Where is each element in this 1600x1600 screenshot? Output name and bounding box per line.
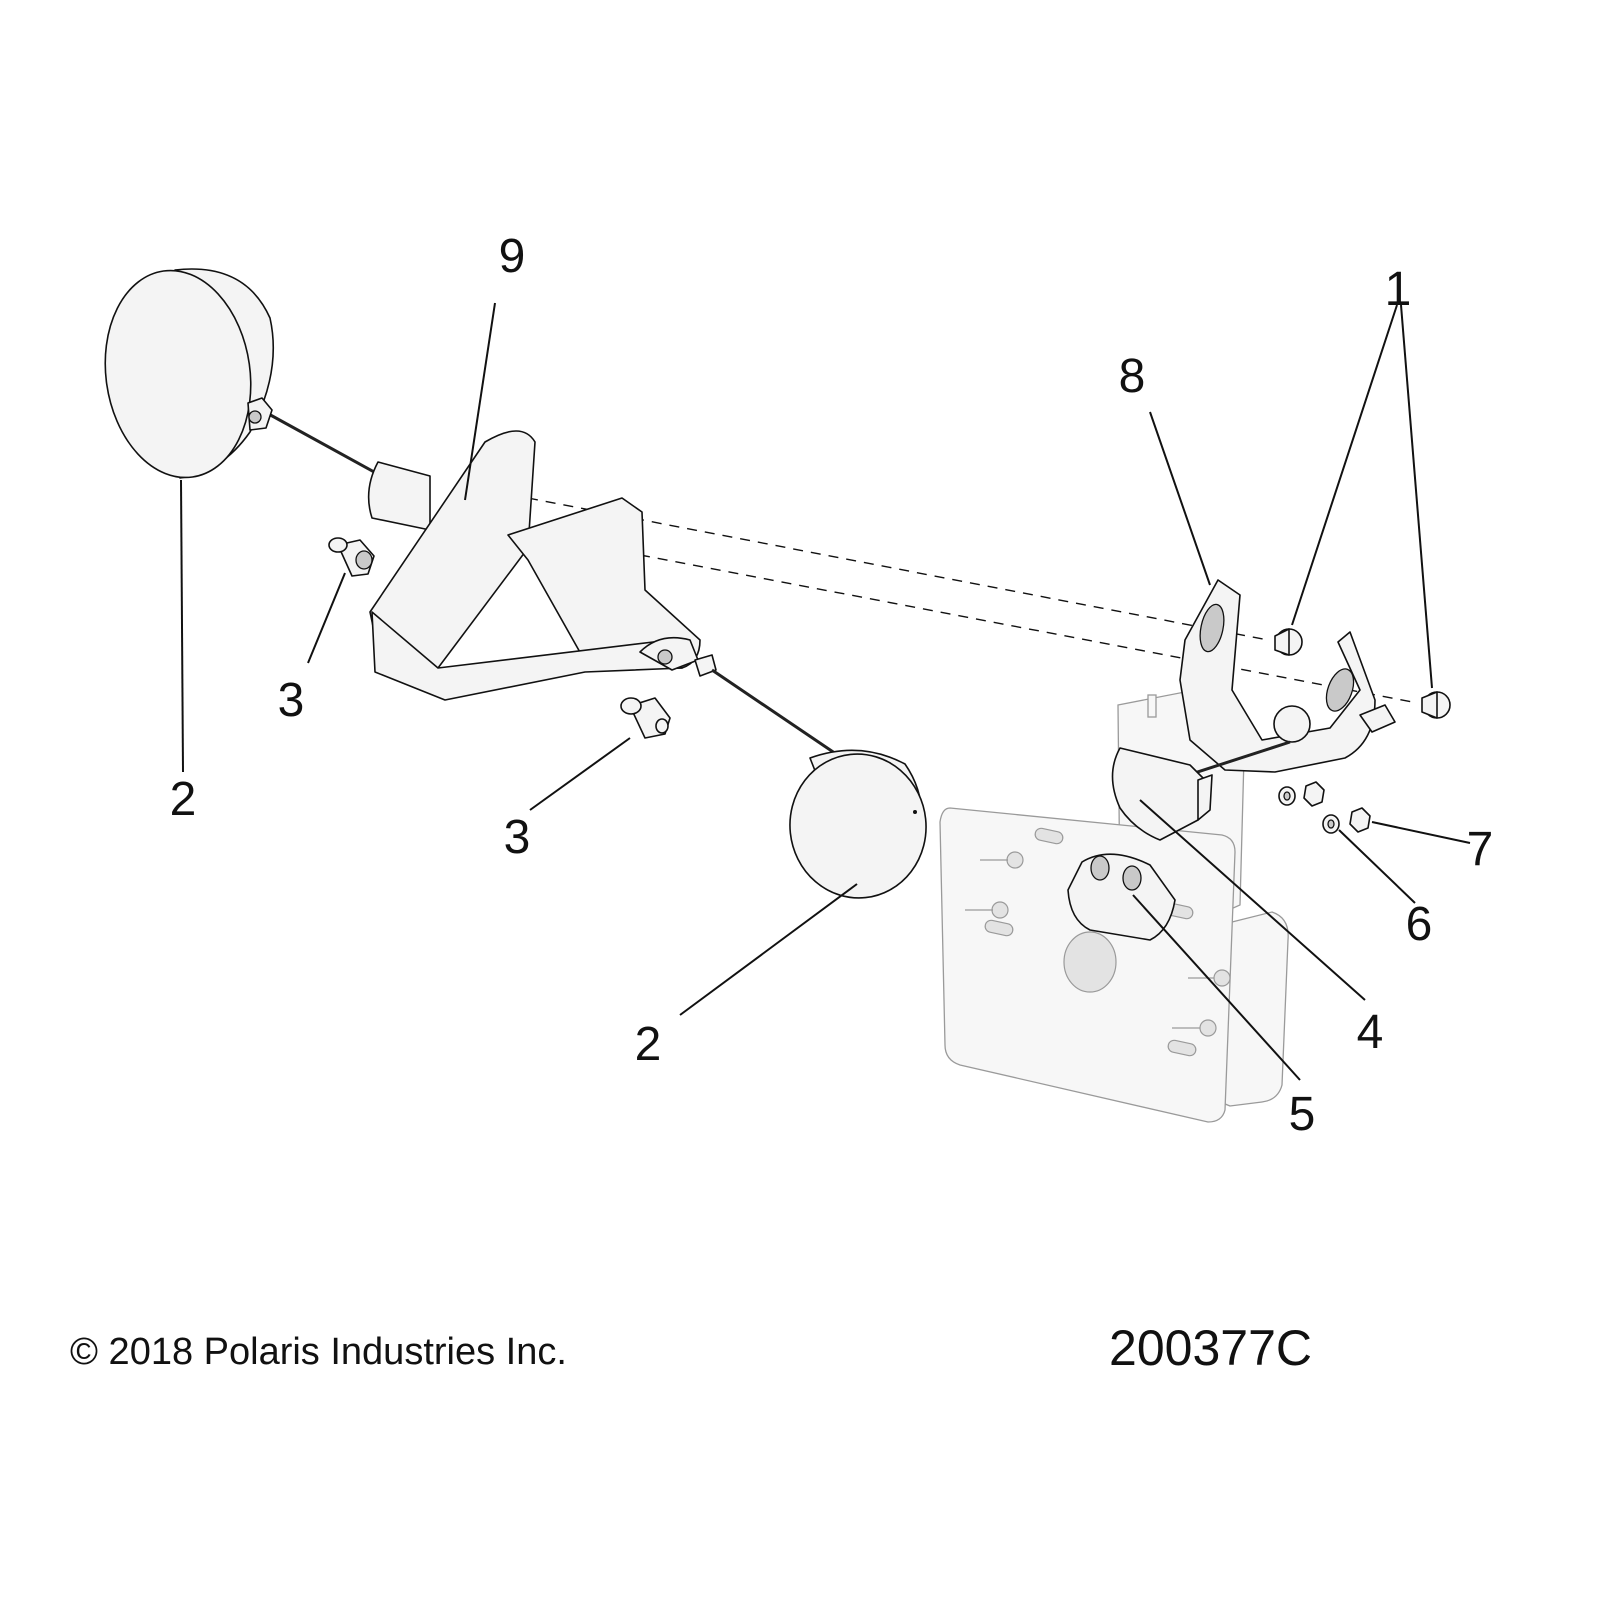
turn-signal-mount-bracket [367, 430, 717, 701]
nut-lower [1349, 807, 1371, 833]
copyright-notice: © 2018 Polaris Industries Inc. [70, 1331, 567, 1373]
tail-light [1067, 853, 1176, 941]
callout-8: 8 [1119, 350, 1146, 403]
callout-6: 6 [1406, 898, 1433, 951]
nut-upper [1303, 781, 1325, 807]
alignment-dashed-lines [527, 497, 1419, 704]
callout-2-upper: 2 [170, 773, 197, 826]
license-plate-light [1111, 747, 1213, 841]
turn-signal-left [104, 268, 386, 480]
upper-mount-bracket [1141, 579, 1396, 792]
callout-1: 1 [1385, 263, 1412, 316]
callout-5: 5 [1289, 1088, 1316, 1141]
washer-lower [1322, 814, 1340, 834]
cap-left [1274, 628, 1303, 656]
callout-4: 4 [1357, 1006, 1384, 1059]
screw-lower [620, 697, 671, 739]
callout-2-lower: 2 [635, 1018, 662, 1071]
leader-lines [180, 302, 1471, 1081]
callout-9: 9 [499, 230, 526, 283]
turn-signal-right [711, 668, 927, 899]
washer-upper [1278, 786, 1296, 806]
callout-3-upper: 3 [278, 674, 305, 727]
diagram-number: 200377C [1109, 1320, 1312, 1376]
cap-right [1421, 691, 1451, 719]
callout-3-lower: 3 [504, 811, 531, 864]
screw-upper [328, 537, 375, 577]
callout-labels: 1 2 2 3 3 4 5 6 7 8 9 [170, 230, 1494, 1141]
callout-7: 7 [1467, 823, 1494, 876]
